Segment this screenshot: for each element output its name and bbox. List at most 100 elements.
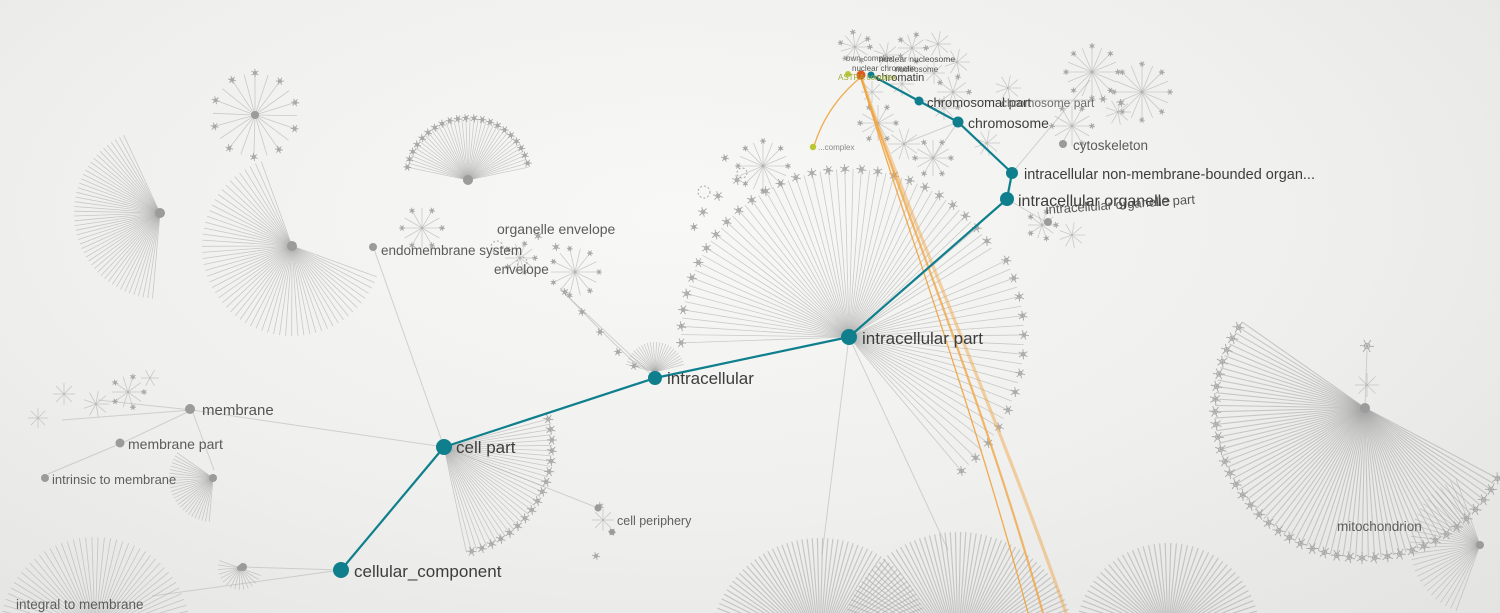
term-node[interactable] (594, 504, 602, 512)
cluster-fan (974, 130, 1000, 156)
term-label[interactable]: nuclear chromatin (852, 64, 916, 73)
term-label[interactable]: endomembrane system (381, 243, 522, 258)
node-glyph (1237, 488, 1249, 501)
node-glyph (409, 242, 415, 249)
term-label[interactable]: organelle envelope (497, 221, 616, 237)
selected-path-edge (654, 335, 850, 380)
node-label-chromosome[interactable]: chromosome (968, 115, 1049, 131)
node-glyph (1079, 140, 1085, 147)
node-glyph (1469, 503, 1482, 516)
graph-edge (47, 442, 123, 475)
term-label[interactable]: own-complex (846, 54, 893, 63)
term-node[interactable] (239, 563, 247, 571)
node-intracellular[interactable] (648, 371, 662, 385)
term-label[interactable]: membrane (202, 402, 274, 419)
node-label-chromosomal_part[interactable]: chromosomal part (927, 95, 1031, 110)
node-intracellular_organelle[interactable] (1000, 192, 1014, 206)
term-label[interactable]: ASTRA complex (838, 73, 896, 82)
node-glyph (523, 159, 532, 167)
cluster-fan (925, 31, 951, 57)
node-glyph (1098, 95, 1108, 103)
term-label[interactable]: nucleosome (895, 65, 939, 74)
node-glyph (409, 147, 417, 156)
node-chromatin[interactable] (867, 71, 875, 79)
cluster-fan (1027, 208, 1059, 242)
node-glyph (228, 75, 236, 84)
node-label-cell_part[interactable]: cell part (456, 438, 516, 457)
node-glyph (994, 422, 1004, 433)
node-glyph (856, 164, 867, 175)
node-label-intracellular_part[interactable]: intracellular part (862, 329, 983, 348)
node-glyph (1393, 548, 1406, 560)
graph-edge (242, 566, 342, 571)
term-node[interactable] (185, 404, 195, 414)
cluster-root-node[interactable] (1360, 403, 1370, 413)
node-glyph (546, 456, 556, 467)
term-label[interactable]: ...complex (818, 143, 854, 152)
graph-edge (191, 409, 445, 448)
term-label[interactable]: intrinsic to membrane (52, 472, 176, 487)
term-node[interactable] (115, 438, 125, 448)
cluster-root-node[interactable] (287, 241, 297, 251)
term-label[interactable]: envelope (494, 262, 549, 277)
node-glyph (512, 137, 521, 146)
node-intracellular_part[interactable] (841, 329, 857, 345)
node-glyph (970, 452, 981, 463)
node-label-chromatin[interactable]: chromatin (876, 72, 924, 84)
cluster-fan (995, 75, 1021, 101)
cluster-root-node[interactable] (251, 111, 259, 119)
cluster-root-node[interactable] (463, 175, 473, 185)
node-glyph (865, 135, 873, 142)
node-glyph (424, 128, 433, 137)
term-label[interactable]: mitochondrion (1337, 519, 1422, 534)
term-label[interactable]: membrane part (128, 436, 223, 452)
node-non_membrane_bounded_organelle[interactable] (1006, 167, 1018, 179)
accent-node[interactable] (845, 71, 851, 77)
node-label-intracellular_organelle[interactable]: intracellular organelle (1018, 193, 1170, 210)
term-node[interactable] (1044, 218, 1052, 226)
node-cell_part[interactable] (436, 439, 452, 455)
node-cellular_component[interactable] (333, 562, 349, 578)
term-node[interactable] (1059, 140, 1067, 148)
term-node[interactable] (369, 243, 377, 251)
ring-node (516, 256, 528, 268)
node-glyph (864, 35, 871, 42)
term-label[interactable]: nuclear nucleosome (879, 54, 955, 64)
term-node[interactable] (609, 529, 615, 535)
selected-path-edge (443, 376, 656, 449)
cluster-fan (112, 373, 147, 411)
node-glyph (1343, 551, 1356, 564)
node-glyph (1138, 117, 1146, 123)
node-glyph (690, 222, 698, 232)
highlight-node[interactable] (856, 70, 866, 80)
node-chromosome[interactable] (952, 116, 964, 128)
node-glyph (290, 124, 299, 133)
node-glyph (742, 145, 749, 152)
term-node[interactable] (41, 474, 49, 482)
term-label[interactable]: cell periphery (617, 514, 692, 528)
term-label[interactable]: integral to membrane (16, 597, 144, 612)
node-glyph (544, 467, 555, 477)
node-label-cellular_component[interactable]: cellular_component (354, 562, 502, 581)
node-glyph (1215, 443, 1227, 456)
node-glyph (1294, 537, 1307, 550)
accent-node[interactable] (809, 143, 817, 151)
node-glyph (842, 55, 849, 62)
node-label-intracellular[interactable]: intracellular (667, 369, 754, 388)
node-glyph (130, 373, 136, 380)
cluster-fan (625, 341, 685, 373)
node-glyph (550, 258, 557, 265)
cluster-fan (873, 42, 899, 68)
term-label[interactable]: cytoskeleton (1073, 138, 1148, 153)
node-glyph (857, 119, 863, 127)
cluster-root-node[interactable] (155, 208, 165, 218)
node-chromosomal_part[interactable] (914, 96, 924, 106)
node-label-non_membrane_bounded_organelle[interactable]: intracellular non-membrane-bounded organ… (1024, 167, 1315, 183)
node-glyph (676, 338, 687, 348)
cluster-root-node[interactable] (209, 474, 217, 482)
cluster-root-node[interactable] (1476, 541, 1484, 549)
node-glyph (1359, 339, 1375, 353)
term-label[interactable]: chromosome part (1001, 96, 1095, 110)
node-glyph (858, 57, 865, 64)
